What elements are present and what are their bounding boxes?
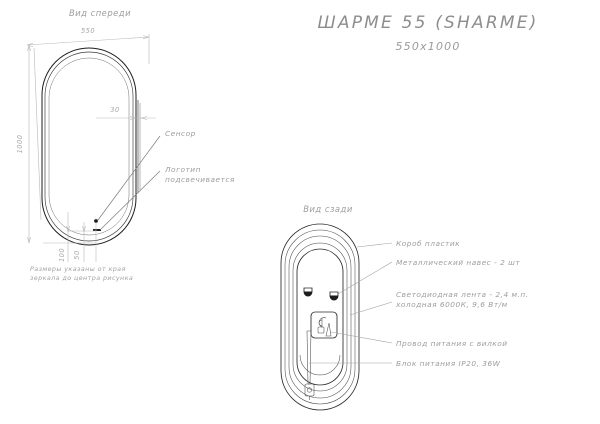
leader-power-cable: [330, 331, 393, 344]
callout-metal-hanger-label: Металлический навес - 2 шт: [396, 258, 520, 267]
leader-metal-hanger: [337, 261, 393, 295]
dimension-label-height: 1000: [16, 135, 24, 154]
callout-power-cable-label: Провод питания с вилкой: [396, 339, 508, 348]
callout-logo-label-line1: Логотип: [164, 165, 201, 174]
dimension-height-1000: 1000: [16, 44, 31, 244]
front-view-group: Вид спереди 550 1000: [16, 8, 235, 282]
callout-power-supply-label: Блок питания IP20, 36W: [396, 359, 501, 368]
sensor-marker: [94, 219, 98, 223]
dimension-edge-30: 30: [96, 106, 156, 120]
page-subtitle: 550x1000: [395, 40, 460, 53]
back-mirror-outline: [280, 223, 360, 411]
leader-plastic-box: [356, 242, 393, 248]
callout-led-strip-label-line2: холодная 6000К, 9,6 Вт/м: [395, 300, 508, 309]
dimension-width-550: 550: [26, 27, 150, 221]
dimension-label-sensor-offset: 50: [73, 250, 81, 259]
metal-hanger-left: [303, 287, 313, 297]
callout-led-strip-label-line1: Светодиодная лента - 2,4 м.п.: [396, 290, 529, 299]
power-supply-unit: [304, 330, 315, 400]
dimension-label-width: 550: [81, 27, 95, 35]
front-mirror-outline: [41, 47, 141, 246]
front-view-footnote-line2: зеркала до центра рисунка: [30, 274, 133, 282]
back-view-heading: Вид сзади: [303, 204, 353, 214]
front-view-footnote-line1: Размеры указаны от края: [30, 265, 126, 273]
callout-sensor-label: Сенсор: [165, 129, 196, 138]
dimension-label-edge: 30: [110, 106, 119, 114]
power-cable-box: [310, 311, 338, 339]
front-view-heading: Вид спереди: [69, 8, 131, 18]
dimension-label-logo-offset: 100: [58, 248, 66, 262]
callout-logo-label-line2: подсвечивается: [165, 175, 235, 184]
back-view-group: Вид сзади: [280, 204, 529, 411]
leader-sensor: [97, 135, 161, 221]
dimension-bottom-group: 100 50: [43, 212, 97, 262]
leader-led-strip: [349, 301, 393, 316]
callout-plastic-box-label: Короб пластик: [396, 239, 460, 248]
logo-marker: [93, 229, 101, 231]
leader-logo: [99, 170, 161, 231]
page-title: ШАРМЕ 55 (SHARME): [318, 13, 539, 33]
metal-hanger-right: [329, 291, 339, 301]
